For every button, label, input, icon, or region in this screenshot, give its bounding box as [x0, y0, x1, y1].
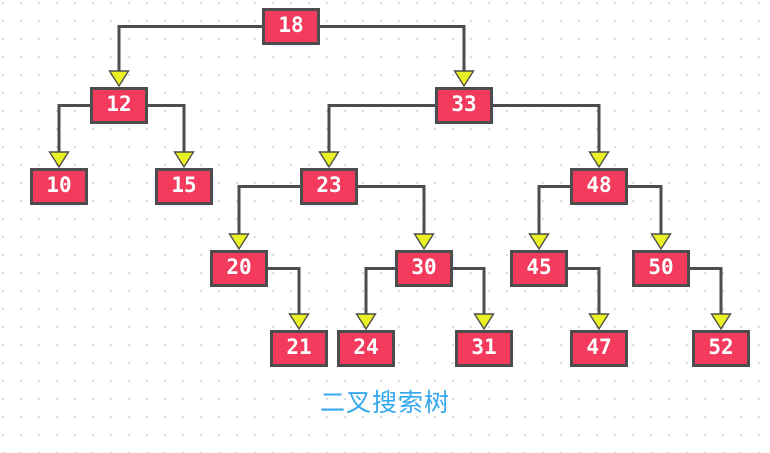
- tree-node-label: 31: [471, 335, 497, 359]
- tree-node-label: 15: [171, 173, 197, 197]
- tree-edge-48-45: [537, 185, 571, 234]
- tree-node-33[interactable]: 33: [435, 87, 493, 124]
- tree-edge-12-10: [57, 104, 91, 152]
- edge-arrowhead-30: [413, 233, 435, 251]
- diagram-caption: 二叉搜索树: [319, 388, 450, 417]
- tree-edge-45-47: [567, 267, 601, 314]
- tree-node-label: 10: [46, 173, 72, 197]
- edge-arrowhead-48: [588, 151, 610, 169]
- tree-node-15[interactable]: 15: [155, 168, 213, 205]
- tree-edge-33-23: [327, 104, 436, 152]
- tree-edge-23-20: [237, 185, 301, 234]
- tree-node-label: 48: [586, 173, 612, 197]
- tree-node-50[interactable]: 50: [632, 250, 690, 287]
- tree-node-label: 24: [353, 335, 379, 359]
- tree-edge-30-31: [452, 267, 486, 314]
- tree-node-24[interactable]: 24: [337, 330, 395, 367]
- edge-arrowhead-47: [588, 313, 610, 331]
- tree-node-23[interactable]: 23: [300, 168, 358, 205]
- tree-node-10[interactable]: 10: [30, 168, 88, 205]
- tree-node-18[interactable]: 18: [262, 8, 320, 45]
- tree-node-label: 50: [648, 255, 674, 279]
- tree-node-label: 23: [316, 173, 342, 197]
- edge-arrowhead-20: [228, 233, 250, 251]
- edge-arrowhead-52: [710, 313, 732, 331]
- edge-arrowhead-50: [650, 233, 672, 251]
- edge-arrowhead-23: [318, 151, 340, 169]
- tree-edge-20-21: [267, 267, 301, 314]
- edge-arrowhead-33: [453, 70, 475, 88]
- tree-node-label: 52: [708, 335, 734, 359]
- tree-node-label: 47: [586, 335, 612, 359]
- tree-node-47[interactable]: 47: [570, 330, 628, 367]
- tree-node-label: 45: [526, 255, 552, 279]
- tree-edge-23-30: [357, 185, 426, 234]
- edge-arrowhead-45: [528, 233, 550, 251]
- tree-node-52[interactable]: 52: [692, 330, 750, 367]
- tree-node-12[interactable]: 12: [90, 87, 148, 124]
- tree-edge-18-12: [117, 25, 263, 71]
- edge-arrowhead-15: [173, 151, 195, 169]
- tree-node-20[interactable]: 20: [210, 250, 268, 287]
- tree-edge-30-24: [364, 267, 396, 314]
- edge-arrowhead-10: [48, 151, 70, 169]
- edge-arrowhead-31: [473, 313, 495, 331]
- tree-node-label: 18: [278, 13, 304, 37]
- tree-node-label: 33: [451, 92, 477, 116]
- tree-edge-33-48: [492, 104, 601, 152]
- tree-node-label: 21: [286, 335, 312, 359]
- tree-node-30[interactable]: 30: [395, 250, 453, 287]
- tree-node-45[interactable]: 45: [510, 250, 568, 287]
- tree-edge-50-52: [689, 267, 723, 314]
- edge-arrowhead-12: [108, 70, 130, 88]
- tree-node-31[interactable]: 31: [455, 330, 513, 367]
- edge-arrowhead-24: [355, 313, 377, 331]
- tree-node-label: 30: [411, 255, 437, 279]
- tree-node-48[interactable]: 48: [570, 168, 628, 205]
- edge-arrowhead-21: [288, 313, 310, 331]
- tree-node-label: 12: [106, 92, 132, 116]
- tree-edge-18-33: [319, 25, 466, 71]
- tree-node-21[interactable]: 21: [270, 330, 328, 367]
- tree-node-label: 20: [226, 255, 252, 279]
- tree-edge-12-15: [147, 104, 186, 152]
- tree-edge-48-50: [627, 185, 663, 234]
